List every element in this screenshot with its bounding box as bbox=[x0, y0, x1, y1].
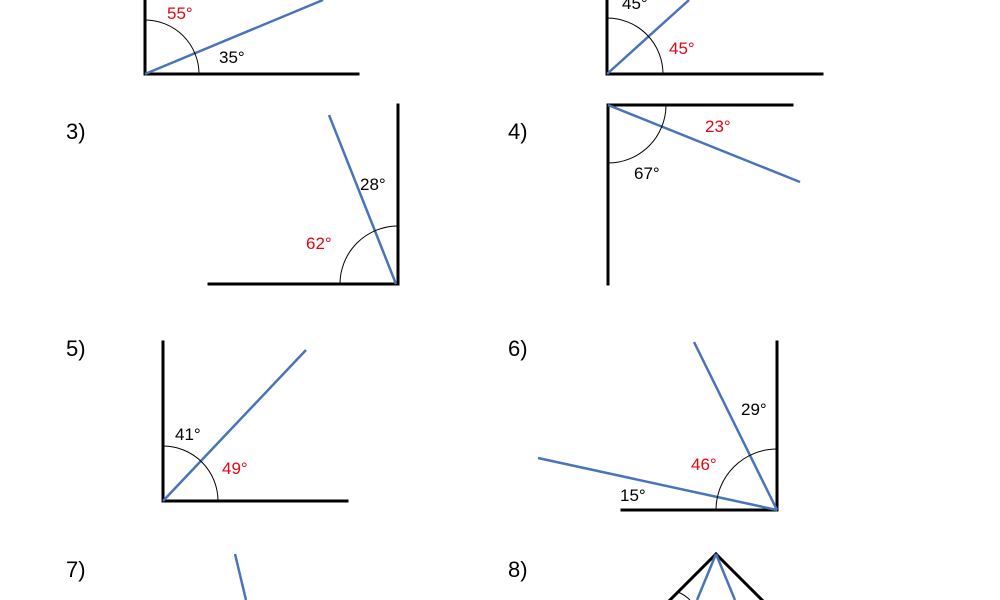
p6-number: 6) bbox=[508, 336, 528, 361]
p8-frame-right bbox=[713, 551, 765, 600]
p8-angle-arc bbox=[677, 591, 691, 600]
problem-7: 7) bbox=[66, 553, 248, 600]
p4-given-angle: 67° bbox=[634, 164, 660, 183]
p5-number: 5) bbox=[66, 336, 86, 361]
problem-8: 8) bbox=[508, 551, 765, 600]
p3-unknown-angle: 62° bbox=[306, 234, 332, 253]
p8-number: 8) bbox=[508, 557, 528, 582]
problem-6: 6) 29° 46° 15° bbox=[508, 336, 779, 512]
p6-angle-arc bbox=[715, 448, 778, 511]
p6-ray-upper bbox=[692, 341, 779, 511]
p2-angle-arc bbox=[606, 17, 664, 75]
p1-given-angle: 35° bbox=[219, 48, 245, 67]
p6-ray-lower bbox=[537, 456, 778, 512]
p8-ray-right bbox=[714, 553, 737, 600]
p3-ray bbox=[327, 114, 398, 285]
p1-unknown-angle: 55° bbox=[167, 4, 193, 23]
p4-angle-arc bbox=[607, 104, 667, 164]
p5-unknown-angle: 49° bbox=[222, 459, 248, 478]
p7-ray bbox=[233, 553, 248, 600]
p6-given-angle-bottom: 15° bbox=[620, 486, 646, 505]
p2-unknown-angle: 45° bbox=[669, 39, 695, 58]
p6-given-angle-top: 29° bbox=[741, 400, 767, 419]
p6-unknown-angle: 46° bbox=[691, 455, 717, 474]
p8-frame-left bbox=[667, 551, 719, 600]
p4-number: 4) bbox=[508, 119, 528, 144]
problem-1: 55° 35° bbox=[143, 0, 360, 76]
p5-angle-arc bbox=[162, 445, 219, 502]
problem-2: 45° 45° bbox=[605, 0, 824, 76]
p8-ray-left bbox=[695, 553, 718, 600]
p1-angle-arc bbox=[144, 19, 200, 75]
p3-angle-arc bbox=[339, 225, 399, 285]
p3-given-angle: 28° bbox=[360, 175, 386, 194]
problem-5: 5) 41° 49° bbox=[66, 336, 349, 503]
p1-ray bbox=[144, 0, 324, 76]
p7-number: 7) bbox=[66, 557, 86, 582]
p2-ray bbox=[606, 0, 690, 75]
problem-4: 4) 23° 67° bbox=[508, 103, 801, 286]
problem-3: 3) 28° 62° bbox=[66, 103, 400, 286]
p2-given-angle: 45° bbox=[622, 0, 648, 13]
p4-ray bbox=[607, 103, 801, 184]
p3-number: 3) bbox=[66, 119, 86, 144]
p5-given-angle: 41° bbox=[175, 425, 201, 444]
p5-ray bbox=[162, 349, 307, 502]
p4-unknown-angle: 23° bbox=[705, 117, 731, 136]
